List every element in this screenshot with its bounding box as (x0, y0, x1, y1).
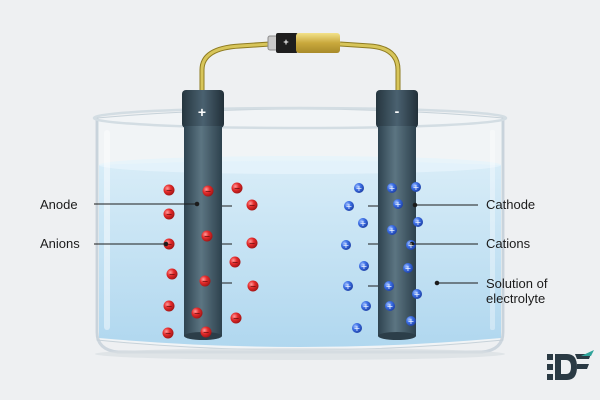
cathode-electrode (376, 90, 418, 340)
cation (354, 183, 364, 193)
cation-charge-symbol: + (343, 241, 350, 250)
cation-charge-symbol: + (408, 317, 415, 326)
anion-charge-symbol: − (249, 201, 256, 210)
anion (162, 327, 174, 339)
anion (247, 280, 259, 292)
cation (384, 281, 394, 291)
anion-charge-symbol: − (166, 186, 173, 195)
cation (385, 301, 395, 311)
cation-charge-symbol: + (389, 226, 396, 235)
anion-charge-symbol: − (250, 282, 257, 291)
anion (230, 312, 242, 324)
cations-label: Cations (486, 236, 531, 251)
cation (413, 217, 423, 227)
anion-charge-symbol: − (234, 184, 241, 193)
anion-charge-symbol: − (165, 329, 172, 338)
cation (412, 289, 422, 299)
anions (162, 182, 259, 339)
cation-charge-symbol: + (386, 282, 393, 291)
anion (229, 256, 241, 268)
anion (163, 300, 175, 312)
beaker-rim (92, 106, 508, 130)
anion-charge-symbol: − (205, 187, 212, 196)
anion-charge-symbol: − (233, 314, 240, 323)
anion (200, 326, 212, 338)
cation (352, 323, 362, 333)
anion (231, 182, 243, 194)
cation-charge-symbol: + (345, 282, 352, 291)
cation-charge-symbol: + (346, 202, 353, 211)
anion (163, 208, 175, 220)
anion-charge-symbol: − (166, 302, 173, 311)
leader-lines (94, 201, 478, 286)
cation-charge-symbol: + (408, 241, 415, 250)
anion (202, 185, 214, 197)
cations (341, 182, 423, 333)
cation (359, 261, 369, 271)
brand-logo-icon (547, 350, 594, 380)
cation (393, 199, 403, 209)
beaker-base-shadow (95, 348, 505, 360)
anion (166, 268, 178, 280)
cation-charge-symbol: + (415, 218, 422, 227)
anion-charge-symbol: − (232, 258, 239, 267)
cation-charge-symbol: + (413, 183, 420, 192)
cation (406, 316, 416, 326)
anion (163, 184, 175, 196)
cation-charge-symbol: + (354, 324, 361, 333)
anion-charge-symbol: − (202, 277, 209, 286)
beaker-highlight-right (490, 130, 495, 330)
electrolyte-solution (99, 160, 501, 347)
cation (343, 281, 353, 291)
anion-charge-symbol: − (169, 270, 176, 279)
cation (344, 201, 354, 211)
cation (358, 218, 368, 228)
anode-electrode (182, 90, 224, 340)
anion-charge-symbol: − (166, 240, 173, 249)
anion-charge-symbol: − (249, 239, 256, 248)
cation-charge-symbol: + (356, 184, 363, 193)
cation (387, 183, 397, 193)
anion-charge-symbol: − (204, 232, 211, 241)
anion-charge-symbol: − (203, 328, 210, 337)
cation (387, 225, 397, 235)
cation-charge-symbol: + (405, 264, 412, 273)
anion (201, 230, 213, 242)
anions-label: Anions (40, 236, 80, 251)
anion (199, 275, 211, 287)
anion (191, 307, 203, 319)
cathode-label: Cathode (486, 197, 536, 212)
anion-charge-symbol: − (166, 210, 173, 219)
beaker-highlight-left (104, 130, 110, 330)
cation-charge-symbol: + (361, 262, 368, 271)
anode-label: Anode (40, 197, 78, 212)
anode-plus-symbol: + (197, 104, 207, 120)
cation-charge-symbol: + (414, 290, 421, 299)
cation-charge-symbol: + (389, 184, 396, 193)
cation-charge-symbol: + (360, 219, 367, 228)
battery-plus-symbol: + (283, 37, 289, 47)
cation (361, 301, 371, 311)
solution-label: Solution of electrolyte (486, 276, 548, 306)
anion (163, 238, 175, 250)
cation (403, 263, 413, 273)
cation (411, 182, 421, 192)
anion (246, 237, 258, 249)
battery (267, 33, 340, 53)
wire-right (339, 42, 400, 95)
anion (246, 199, 258, 211)
anion-charge-symbol: − (194, 309, 201, 318)
cathode-minus-symbol: - (394, 103, 400, 119)
cation-charge-symbol: + (395, 200, 402, 209)
cation-charge-symbol: + (387, 302, 394, 311)
cation (341, 240, 351, 250)
liquid-surface (99, 156, 501, 174)
ion-arrows (222, 205, 378, 287)
cation-charge-symbol: + (363, 302, 370, 311)
